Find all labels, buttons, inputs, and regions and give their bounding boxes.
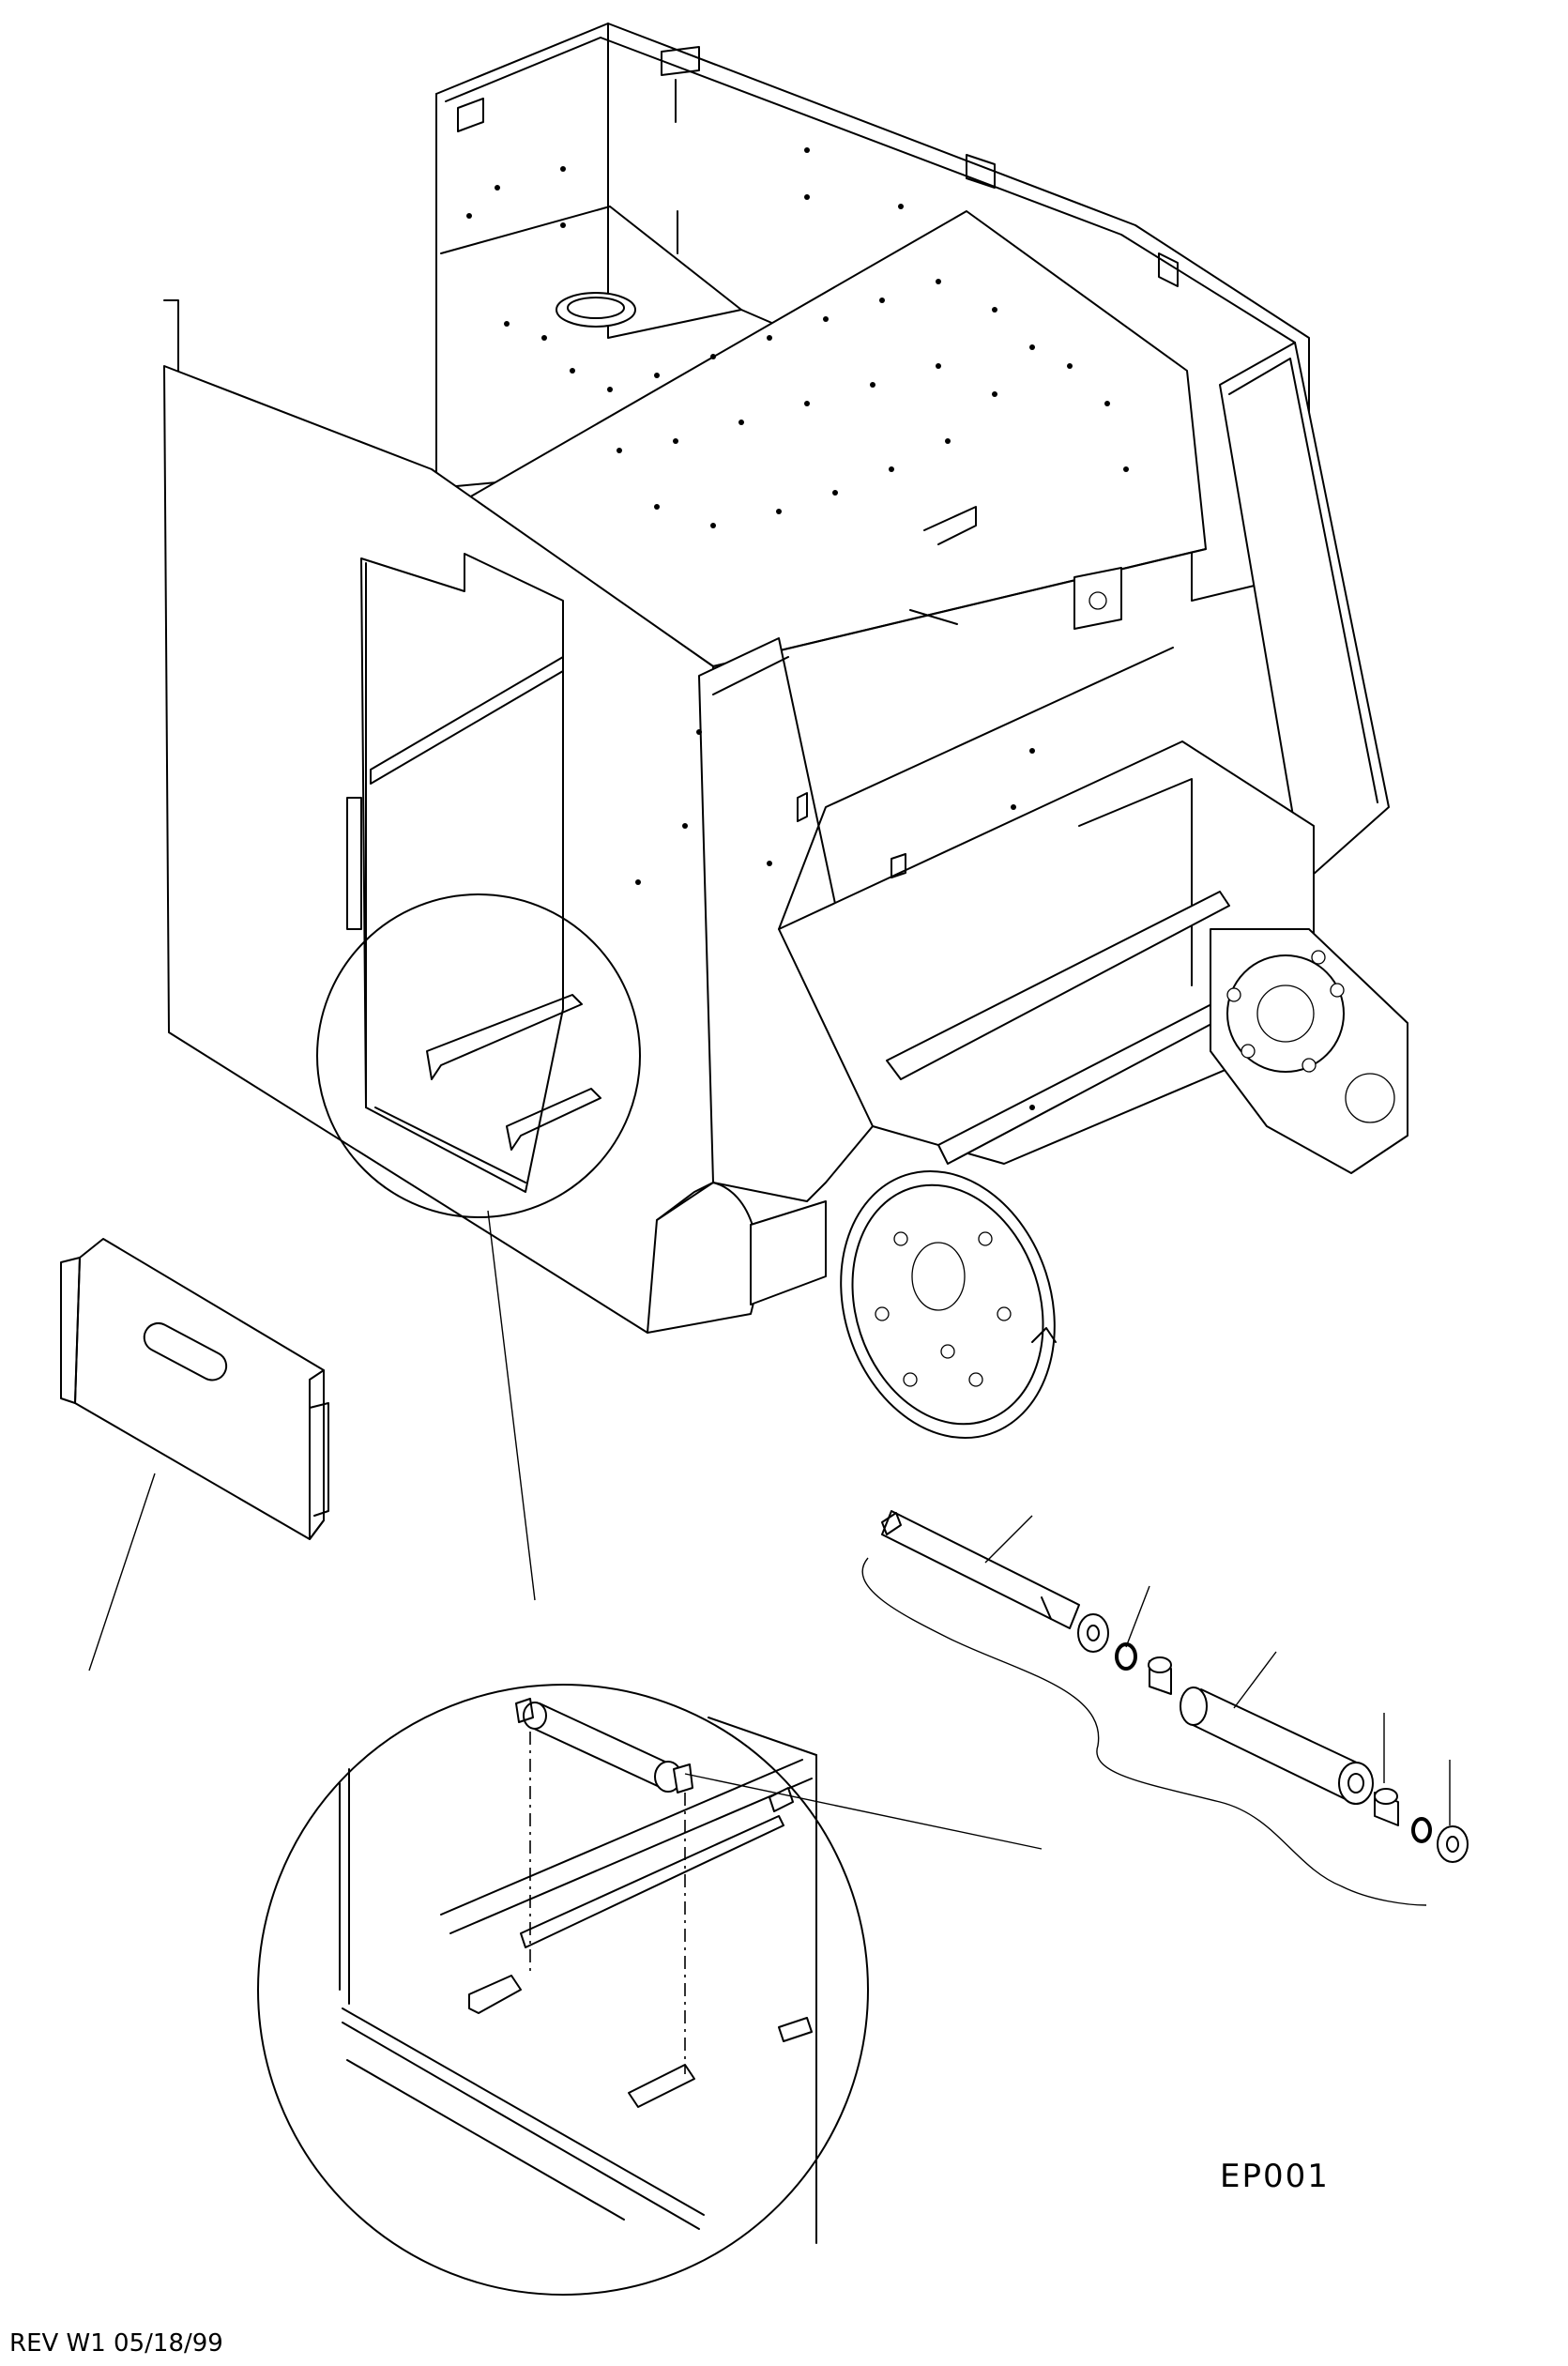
axle-bolt-holes-right: [1227, 951, 1344, 1072]
enlarged-detail-view: [258, 1685, 1042, 2295]
roller-parts-exploded: [862, 1511, 1468, 1905]
detail-marker-circle: [317, 894, 640, 1600]
main-frame-assembly: [164, 23, 1408, 1466]
figure-id: EP001: [1220, 2158, 1330, 2195]
front-axle-disc: [808, 1143, 1088, 1466]
side-cover-plate: [61, 1239, 328, 1671]
deck-holes: [466, 147, 1129, 1110]
revision-label: REV W1 05/18/99: [9, 2329, 223, 2358]
